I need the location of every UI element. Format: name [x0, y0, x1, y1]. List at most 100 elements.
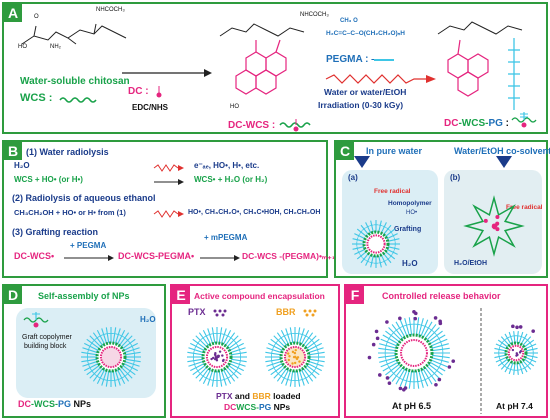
- panel-e-label: E: [172, 286, 190, 304]
- graft-copolymer-icon: [24, 310, 54, 330]
- e-caption-1: PTX and BBR loaded: [216, 392, 301, 401]
- pg-text: PG: [488, 118, 502, 129]
- block-line-2: building block: [24, 343, 66, 351]
- d-nanoparticle: [76, 322, 146, 392]
- grafting-mpegma: + mPEGMA: [204, 234, 247, 243]
- dc-wcs-label: DC-WCS :: [228, 120, 275, 131]
- solvent-label: Water or water/EtOH: [324, 88, 406, 97]
- h2o-etoh-label: H₂O/EtOH: [454, 260, 487, 268]
- grafting-step-2: DC-WCS-PEGMA•: [118, 252, 194, 262]
- colon-text: :: [503, 118, 509, 129]
- bbr-dots-icon: [302, 308, 318, 318]
- cap-and-text: and: [233, 391, 253, 401]
- cap-loaded-text: loaded: [271, 391, 301, 401]
- chem-label: NH₂: [50, 44, 61, 51]
- d-np-label: DC-WCS-PG NPs: [18, 400, 91, 410]
- c-particle-a: [346, 214, 406, 274]
- panel-b-label: B: [4, 142, 22, 160]
- pegma-icon: [374, 54, 394, 66]
- panel-c: C In pure water Water/EtOH co-solvent (a…: [334, 140, 548, 278]
- d-pg-text: PG: [58, 399, 71, 409]
- dc-text: DC: [444, 118, 458, 129]
- bbr-nanoparticle: [262, 324, 328, 390]
- panel-c-label: C: [336, 142, 354, 160]
- dc-wcs-pg-icon: [512, 110, 540, 130]
- dc-wcs-pg-structure: [434, 10, 544, 120]
- title-pure-water: In pure water: [366, 147, 422, 157]
- reaction-2-right: WCS• + H₂O (or H₂): [194, 176, 267, 185]
- grafting-arrow: [64, 254, 114, 262]
- panel-b: B (1) Water radiolysis H₂O e⁻ₐₑ, HO•, H•…: [2, 140, 328, 278]
- wcs-abbr: WCS :: [20, 92, 52, 104]
- c-star-b: [462, 194, 526, 258]
- irradiation-label: Irradiation (0-30 kGy): [318, 101, 403, 110]
- radiolysis-arrow: [154, 210, 184, 218]
- c-triangle-icon: [354, 156, 370, 168]
- d-tail-text: NPs: [71, 399, 91, 409]
- f-title: Controlled release behavior: [382, 292, 501, 302]
- sub-b-label: (b): [450, 174, 460, 183]
- cap-bbr-text: BBR: [252, 391, 270, 401]
- panel-d: D Self-assembly of NPs H₂O Graft copolym…: [2, 284, 166, 418]
- cap-dc-text: DC: [224, 402, 236, 412]
- block-line-1: Graft copolymer: [22, 334, 72, 342]
- radiolysis-products: e⁻ₐₑ, HO•, H•, etc.: [194, 162, 259, 171]
- chitosan-structure: [16, 14, 136, 64]
- dc-wcs-pg-label: DC-WCS-PG :: [444, 118, 509, 129]
- panel-f: F Controlled release behavior At pH 6.5 …: [344, 284, 548, 418]
- d-dc-text: DC: [18, 399, 31, 409]
- cap-pg-text: PG: [259, 402, 271, 412]
- free-radical-label: Free radical: [374, 188, 411, 195]
- dc-wcs-icon: [280, 118, 316, 132]
- radiolysis-arrow: [154, 164, 184, 172]
- ptx-label: PTX: [188, 308, 206, 318]
- dc-wcs-structure: [216, 10, 316, 110]
- ptx-nanoparticle: [184, 324, 250, 390]
- d-title: Self-assembly of NPs: [38, 292, 130, 302]
- sub-a-label: (a): [348, 174, 358, 183]
- grafting-step-1: DC-WCS•: [14, 252, 54, 262]
- ph74-label: At pH 7.4: [496, 402, 533, 411]
- dc-label: DC :: [128, 86, 149, 97]
- edc-nhs-label: EDC/NHS: [132, 104, 168, 113]
- panel-f-label: F: [346, 286, 364, 304]
- reaction-arrow: [154, 178, 184, 186]
- section-grafting: (3) Grafting reaction: [12, 228, 98, 238]
- panel-d-label: D: [4, 286, 22, 304]
- grafting-step-3: DC-WCS -(PEGMA)•ₘ₊₁: [242, 252, 335, 261]
- e-title: Active compound encapsulation: [194, 292, 325, 301]
- divider-line: [480, 308, 482, 414]
- homopolymer-label: Homopolymer: [388, 200, 432, 207]
- reaction-2-left: WCS + HO• (or H•): [14, 176, 83, 185]
- panel-a: A O NHCOCH₃ HO NH₂ Water-soluble chitosa…: [2, 2, 548, 134]
- wcs-text: -WCS-: [458, 118, 488, 129]
- chem-label: HO: [230, 104, 239, 111]
- reactant-h2o: H₂O: [14, 162, 30, 171]
- pegma-chain: H₂C=C–C–O(CH₂CH₂O)ₙH: [326, 30, 405, 37]
- cap-wcs-text: WCS-: [236, 402, 259, 412]
- chem-label: NHCOCH₃: [300, 12, 329, 19]
- e-caption-2: DCWCS-PG NPs: [224, 403, 290, 412]
- irradiation-arrow: [326, 74, 436, 84]
- cap-ptx-text: PTX: [216, 391, 233, 401]
- cap-nps-text: NPs: [271, 402, 290, 412]
- chem-label: O: [34, 14, 39, 21]
- ptx-dots-icon: [212, 308, 228, 318]
- chem-label: NHCOCH₃: [96, 7, 125, 14]
- wcs-chain-icon: [60, 96, 100, 104]
- chem-label: HO: [18, 44, 27, 51]
- d-wcs-text: -WCS-: [31, 399, 58, 409]
- reaction-arrow: [122, 68, 212, 78]
- ho-radical-label: HO•: [406, 210, 417, 217]
- pegma-formula: CH₃ O: [340, 18, 358, 25]
- panel-e: E Active compound encapsulation PTX BBR …: [170, 284, 340, 418]
- section-ethanol-radiolysis: (2) Radiolysis of aqueous ethanol: [12, 194, 156, 204]
- ph74-nanoparticle: [486, 318, 546, 388]
- grafting-arrow: [200, 254, 240, 262]
- section-water-radiolysis: (1) Water radiolysis: [26, 148, 109, 158]
- grafting-pegma: + PEGMA: [70, 242, 106, 251]
- wcs-name: Water-soluble chitosan: [20, 76, 130, 87]
- c-triangle-icon: [496, 156, 512, 168]
- reaction-3-right: HO•, CH₃CH₂O•, CH₃C•HOH, CH₂CH₂OH: [188, 209, 320, 217]
- bbr-label: BBR: [276, 308, 296, 318]
